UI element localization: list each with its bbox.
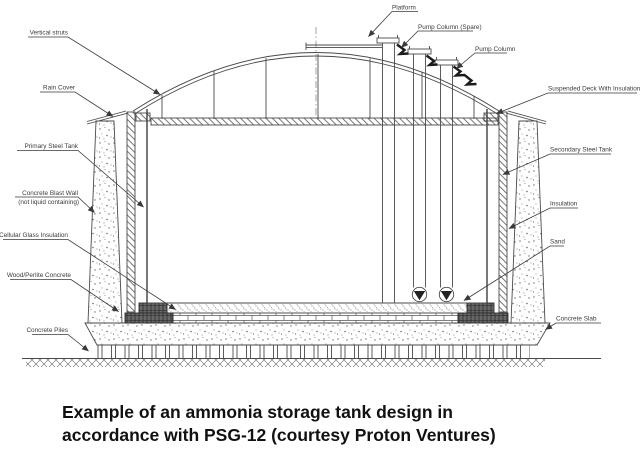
label-concrete-slab: Concrete Slab: [556, 316, 597, 323]
glass-insulation-block-right-upper: [466, 302, 495, 314]
pump-column-spare-1: [376, 35, 400, 303]
secondary-tank-wall-right: [498, 111, 508, 313]
callout-concrete-slab: Concrete Slab: [545, 316, 601, 330]
platform: [305, 42, 382, 50]
glass-insulation-block-left-upper: [138, 302, 168, 314]
access-stairs: [396, 43, 477, 86]
callout-cellular-glass-insulation: Cellular Glass Insulation: [0, 232, 176, 310]
caption-line1: Example of an ammonia storage tank desig…: [62, 402, 453, 422]
callout-pump-column-spare: Pump Column (Spare): [401, 24, 482, 48]
callout-suspended-deck: Suspended Deck With Insulation: [496, 86, 640, 114]
ground: [22, 358, 601, 367]
ground-hatch: [26, 359, 545, 367]
label-insulation: Insulation: [550, 201, 578, 208]
concrete-blast-wall-right: [510, 120, 546, 324]
label-cellular-glass-insulation: Cellular Glass Insulation: [0, 232, 68, 239]
label-concrete-blast-wall: Concrete Blast Wall: [22, 190, 78, 197]
figure-caption: Example of an ammonia storage tank desig…: [62, 401, 602, 447]
rain-cover-right: [505, 110, 547, 125]
callout-sand: Sand: [463, 239, 565, 301]
callout-insulation: Insulation: [508, 201, 578, 229]
dome-outer-arc: [132, 52, 500, 112]
secondary-tank-wall-left: [126, 111, 136, 313]
pump-impeller-icon: [413, 291, 426, 301]
tank-top-cap-left: [135, 112, 151, 122]
pump-column-2: [407, 46, 432, 303]
callout-concrete-blast-wall: Concrete Blast Wall (not liquid containi…: [15, 190, 95, 213]
concrete-slab: [84, 322, 551, 346]
label-concrete-blast-wall-note: (not liquid containing): [18, 199, 79, 206]
callout-pump-column: Pump Column: [456, 46, 516, 69]
primary-steel-tank: [146, 109, 488, 304]
glass-insulation-block-left-lower: [124, 312, 174, 324]
callout-concrete-piles: Concrete Piles: [26, 327, 89, 352]
label-platform: Platform: [392, 5, 416, 12]
label-vertical-struts: Vertical struts: [30, 30, 68, 37]
callout-secondary-steel-tank: Secondary Steel Tank: [502, 147, 613, 175]
callout-vertical-struts: Vertical struts: [28, 30, 161, 95]
glass-insulation-block-right-lower: [457, 312, 509, 324]
callouts: Vertical struts Rain Cover Primary Steel…: [0, 5, 640, 352]
callout-wood-perlite-concrete: Wood/Perlite Concrete: [7, 272, 119, 312]
caption-line2: accordance with PSG-12 (courtesy Proton …: [62, 425, 496, 445]
sand-layer: [166, 302, 468, 314]
concrete-piles: [96, 345, 530, 359]
pump-impeller-icon: [440, 291, 453, 301]
tank-floor-layers: [124, 302, 509, 324]
wood-perlite-concrete-layer: [172, 312, 459, 324]
label-pump-column-spare: Pump Column (Spare): [418, 24, 482, 31]
vertical-struts: [161, 54, 475, 119]
pump-column-3: [434, 57, 459, 303]
label-sand: Sand: [550, 239, 565, 246]
label-wood-perlite-concrete: Wood/Perlite Concrete: [7, 272, 72, 279]
tank-diagram: Vertical struts Rain Cover Primary Steel…: [0, 5, 640, 367]
callout-primary-steel-tank: Primary Steel Tank: [17, 143, 144, 208]
label-rain-cover: Rain Cover: [43, 85, 76, 92]
callout-platform: Platform: [368, 5, 418, 37]
label-pump-column: Pump Column: [475, 46, 516, 53]
label-primary-steel-tank: Primary Steel Tank: [24, 143, 78, 150]
label-concrete-piles: Concrete Piles: [26, 327, 68, 334]
label-suspended-deck: Suspended Deck With Insulation: [548, 86, 640, 93]
suspended-deck: [150, 117, 499, 126]
label-secondary-steel-tank: Secondary Steel Tank: [550, 147, 613, 154]
concrete-blast-wall-left: [87, 120, 123, 324]
callout-rain-cover: Rain Cover: [40, 85, 114, 117]
